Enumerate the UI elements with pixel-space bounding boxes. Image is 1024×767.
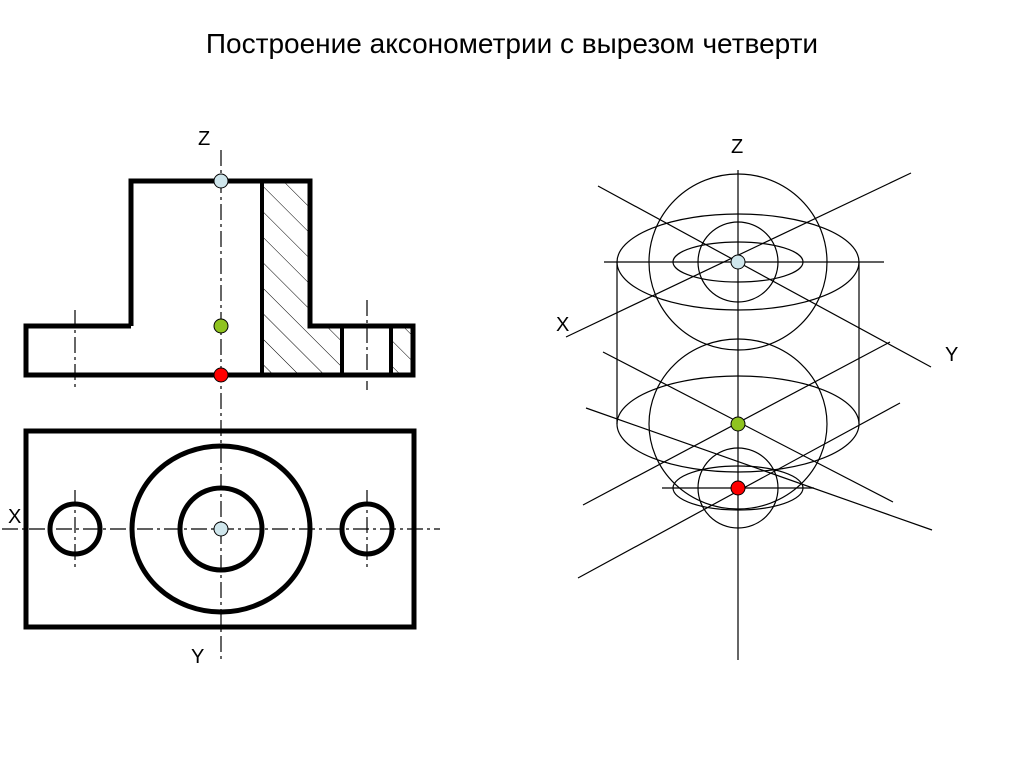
- iso-middle-point: [730, 416, 746, 432]
- iso-construction: [565, 170, 933, 660]
- front-outline: [23, 178, 416, 378]
- key-points: [213, 173, 746, 537]
- iso-bottom-point: [730, 480, 746, 496]
- ortho-y-label: Y: [191, 646, 205, 668]
- iso-y-label: Y: [945, 344, 959, 366]
- ortho-x-label: X: [8, 506, 22, 528]
- ortho-top-point: [213, 173, 229, 189]
- iso-x-axis-top: [597, 185, 932, 368]
- iso-x-axis-low: [585, 407, 933, 531]
- iso-mid-big-ellipse: [616, 375, 860, 473]
- iso-z-label: Z: [731, 136, 744, 158]
- ortho-z-label: Z: [198, 128, 211, 150]
- hatch-boss-cut: [262, 181, 310, 375]
- iso-x-label: X: [556, 314, 570, 336]
- hatch-right-hole: [391, 326, 413, 375]
- top-view: [2, 428, 440, 630]
- iso-mid-sphere: [648, 338, 828, 510]
- iso-top-point: [730, 254, 746, 270]
- slide-title: Построение аксонометрии с вырезом четвер…: [205, 28, 819, 59]
- iso-top-big-ellipse: [616, 213, 860, 311]
- front-view: [23, 178, 416, 390]
- ortho-bottom-point: [213, 367, 229, 383]
- ortho-top-view-center-point: [213, 521, 229, 537]
- iso-x-axis-mid: [602, 351, 894, 503]
- iso-top-sphere: [648, 173, 828, 351]
- iso-top-small-circle: [697, 221, 779, 303]
- iso-low-small-ellipse: [672, 465, 804, 511]
- top-boss-inner: [177, 485, 265, 573]
- ortho-middle-point: [213, 318, 229, 334]
- iso-low-small-circle: [697, 447, 779, 529]
- iso-top-small-ellipse: [672, 241, 804, 283]
- hatch-flange-cut: [310, 326, 342, 375]
